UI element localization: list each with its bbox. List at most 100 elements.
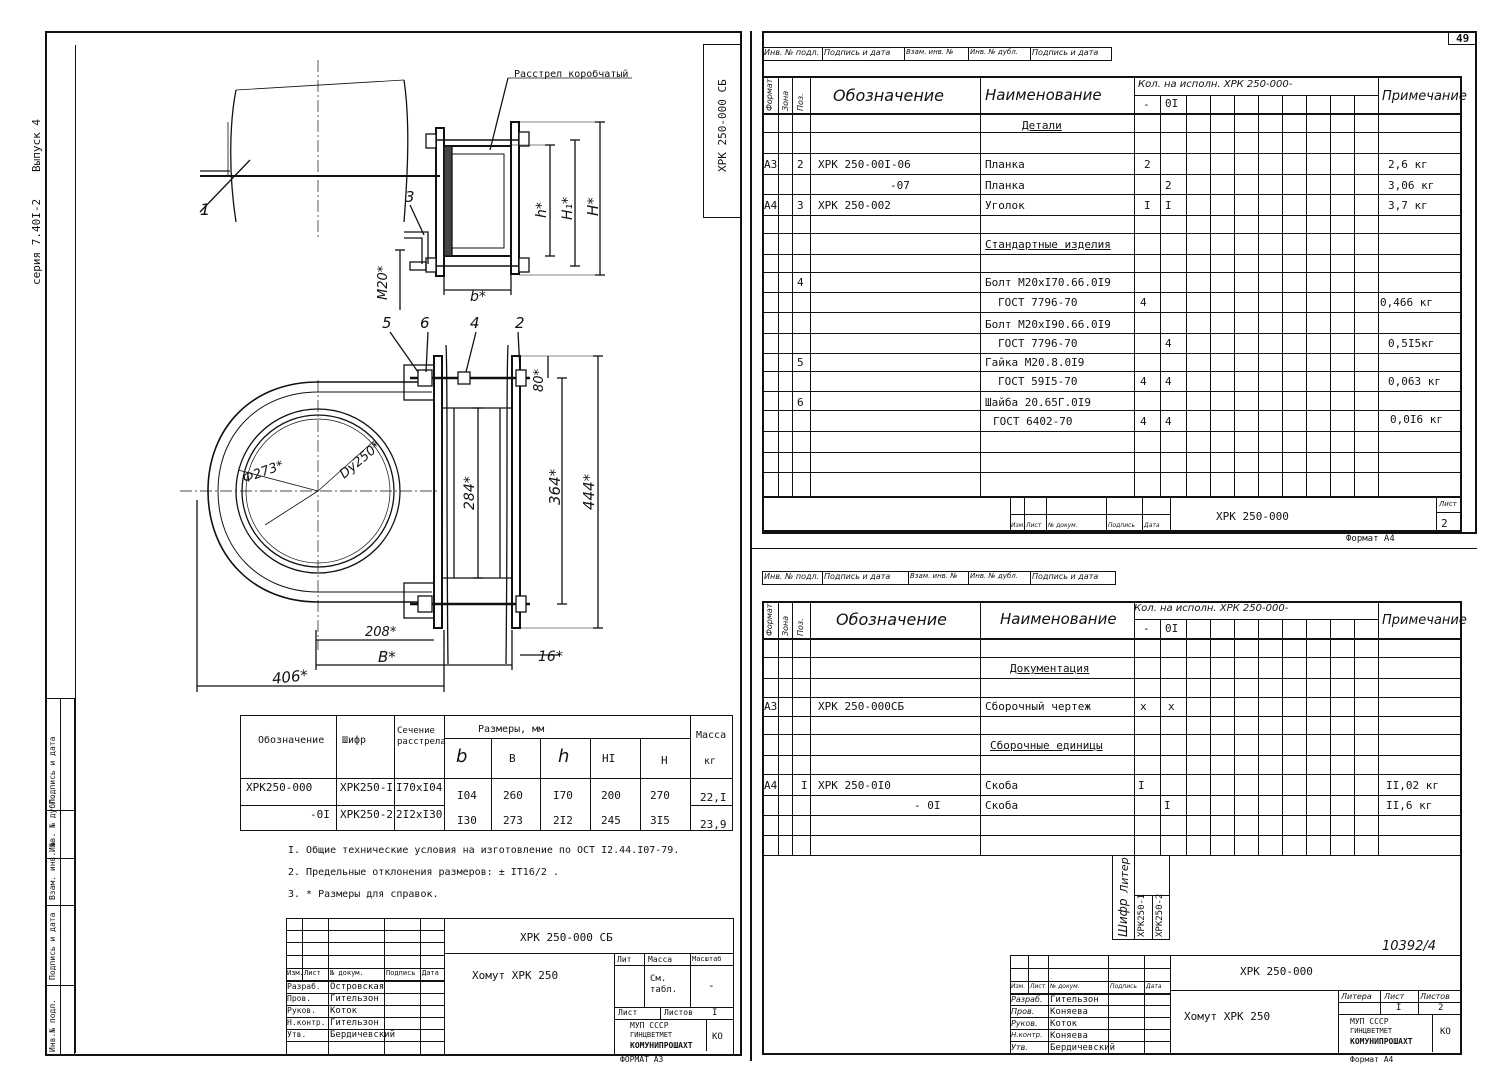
note-2: 2. Предельные отклонения размеров: ± IT1…: [288, 867, 559, 878]
a3-tb-org4: КО: [712, 1032, 723, 1042]
dims-row2-section: 2I2хI30: [396, 808, 443, 821]
dims-row1-H: 270: [650, 789, 670, 802]
a3-head-sign: Подпись: [386, 969, 416, 977]
spec-top-h-qty: Кол. на исполн. ХРК 250-000-: [1138, 79, 1293, 90]
format-a4-bottom: Формат А4: [1350, 1055, 1394, 1064]
spec-bot-stamp-2: Подпись и дата: [824, 572, 891, 581]
spec-top-footer-sheet: 2: [1441, 517, 1448, 530]
a4-head-sign: Подпись: [1110, 983, 1137, 990]
dims-row2-mass: 23,9: [700, 818, 727, 831]
dims-row2-B: 273: [503, 814, 523, 827]
a4-tb-code: ХРК 250-000: [1240, 965, 1313, 978]
a4-tb-org4: КО: [1440, 1027, 1451, 1037]
dims-row1-H1: 200: [601, 789, 621, 802]
dim-h1: H₁*: [560, 196, 576, 220]
a4-tb-org2: ГИНЦВЕТМЕТ: [1350, 1027, 1393, 1035]
a4-tb-name: Хомут ХРК 250: [1184, 1010, 1271, 1023]
a3-person-3: Коток: [330, 1006, 358, 1016]
spec-top-h-designation: Обозначение: [833, 86, 945, 105]
a4-head-list: Лист: [1030, 983, 1046, 990]
pos-1-top: 1: [200, 200, 211, 219]
a3-tb-sheets-val: I: [712, 1008, 718, 1018]
a4-person-1: Гительзон: [1050, 995, 1099, 1005]
format-a3: ФОРМАТ А3: [620, 1055, 664, 1064]
a3-head-izm: Изм.: [287, 969, 304, 977]
dims-h-mass-unit: кг: [704, 756, 717, 767]
dims-col-H1: HI: [602, 752, 616, 765]
dims-row1-B: 260: [503, 789, 523, 802]
spec-bot-h-qty: Кол. на исполн. ХРК 250-000-: [1134, 603, 1289, 614]
spec-top-foot-doc: № докум.: [1048, 522, 1078, 529]
dims-h-designation: Обозначение: [258, 735, 325, 746]
dim-B: B*: [378, 648, 396, 666]
spec-top-stamp-4: Инв. № дубл.: [970, 48, 1018, 56]
a4-role-1: Разраб.: [1011, 995, 1043, 1004]
spec-bot-h-designation: Обозначение: [836, 610, 948, 629]
a4-role-5: Утв.: [1011, 1043, 1028, 1052]
dims-col-B: B: [509, 752, 516, 765]
spec-top-stamp-5: Подпись и дата: [1032, 48, 1099, 57]
a4-head-doc: № докум.: [1050, 983, 1080, 990]
shifr-value-2: ХРК250-2: [1155, 893, 1165, 937]
dims-row1-section: I70хI04: [396, 781, 443, 794]
spec-top-foot-izm: Изм.: [1011, 522, 1026, 529]
spec-bot-stamp-5: Подпись и дата: [1032, 572, 1099, 581]
dims-col-H: H: [661, 754, 668, 767]
a3-role-2: Пров.: [287, 994, 312, 1003]
spec-bot-stamp-3: Взам. инв. №: [910, 572, 958, 580]
dims-row2-code: ХРК250-2: [340, 808, 393, 821]
callout-rasstrel: Расстрел коробчатый: [514, 69, 629, 80]
a4-head-izm: Изм.: [1011, 983, 1026, 990]
dim-b: b*: [470, 289, 486, 305]
note-3: 3. * Размеры для справок.: [288, 889, 439, 900]
a4-role-4: Н.контр.: [1011, 1031, 1043, 1039]
a4-person-4: Коняева: [1050, 1031, 1088, 1041]
sheet-number: 49: [1456, 32, 1470, 45]
spec-top-stamp-1: Инв. № подл.: [764, 48, 820, 57]
spec-bot-h-format: Формат: [765, 603, 774, 636]
spec-top-stamp-2: Подпись и дата: [824, 48, 891, 57]
dim-444: 444*: [580, 473, 598, 510]
dims-row1-mass: 22,I: [700, 791, 727, 804]
spec-top-footer-code: ХРК 250-000: [1216, 510, 1289, 523]
a3-head-list: Лист: [304, 969, 321, 977]
spec-bot-stamp-1: Инв. № подл.: [764, 572, 820, 581]
a4-person-3: Коток: [1050, 1019, 1078, 1029]
spec-top-h-qty-2: 0I: [1165, 97, 1179, 110]
spec-top-foot-sign: Подпись: [1108, 522, 1135, 529]
a4-tb-org1: МУП СССР: [1350, 1017, 1389, 1026]
a4-role-2: Пров.: [1011, 1007, 1035, 1016]
a3-role-5: Утв.: [287, 1030, 307, 1039]
dim-208: 208*: [365, 625, 397, 640]
a3-tb-scale-val: -: [708, 979, 715, 992]
dims-row2-des: -0I: [310, 808, 330, 821]
a4-tb-org3: КОМУНИПРОШАХТ: [1350, 1037, 1413, 1046]
stamp-number: 10392/4: [1382, 939, 1437, 954]
left-stamp-label-5: Подпись и дата: [48, 736, 57, 804]
a3-person-4: Гительзон: [330, 1018, 379, 1028]
dim-80: 80*: [532, 368, 547, 392]
a3-tb-massa: Масса: [648, 955, 673, 964]
a3-person-2: Гительзон: [330, 994, 379, 1004]
a4-person-2: Коняева: [1050, 1007, 1088, 1017]
spec-top-h-zone: Зона: [781, 90, 790, 111]
spec-bot-stamp-4: Инв. № дубл.: [970, 572, 1018, 580]
shifr-value-1: ХРК250-I: [1137, 893, 1147, 937]
spec-bot-h-qty-1: -: [1143, 622, 1150, 635]
a4-tb-list-val: I: [1396, 1003, 1402, 1013]
pos-6: 6: [420, 314, 430, 332]
spec-top-stamp-3: Взам. инв. №: [906, 48, 954, 56]
a3-person-1: Островская: [330, 982, 385, 992]
pos-3: 3: [405, 188, 415, 206]
spec-top-h-qty-1: -: [1143, 98, 1150, 111]
assembly-drawing: [180, 60, 632, 692]
dims-h-mass: Масса: [696, 730, 727, 741]
a3-tb-masshtab: Масштаб: [692, 955, 722, 963]
a4-person-5: Бердичевский: [1050, 1043, 1116, 1053]
dims-row2-h: 2I2: [553, 814, 573, 827]
spec-top-h-pos: Поз.: [796, 93, 805, 111]
a4-tb-litera: Литера: [1341, 992, 1372, 1001]
dims-h-section: Сечение расстрела: [397, 726, 446, 747]
dims-row2-H: 3I5: [650, 814, 670, 827]
pos-4: 4: [470, 314, 480, 332]
